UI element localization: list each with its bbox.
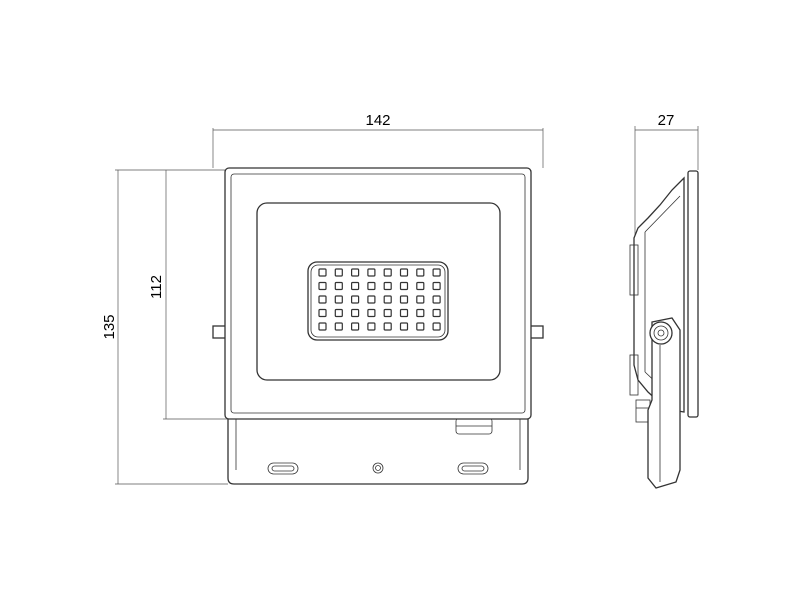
led-chip	[399, 308, 409, 318]
side-pivot-knob-ring	[653, 325, 669, 341]
led-chip	[367, 268, 376, 277]
led-board-inner	[310, 264, 446, 338]
led-board	[307, 261, 449, 341]
led-chip	[318, 308, 327, 318]
mounting-bracket	[227, 418, 529, 485]
led-chip	[334, 322, 343, 331]
bracket-slot-right-inner	[461, 465, 485, 472]
side-heatsink-lower	[629, 354, 639, 396]
led-chip	[318, 268, 327, 277]
led-chip	[318, 295, 327, 304]
led-chip	[416, 295, 425, 304]
width-dimension-label: 142	[365, 112, 390, 129]
led-chip	[416, 322, 425, 331]
bracket-slot-left-inner	[271, 465, 295, 472]
bracket-slot-left	[267, 462, 299, 475]
width-dimension: 142	[212, 112, 544, 168]
depth-dimension: 27	[634, 112, 699, 240]
led-chip	[351, 308, 360, 318]
led-chip	[334, 281, 343, 291]
led-chip	[351, 322, 360, 331]
led-chip	[318, 281, 327, 291]
led-chip	[367, 281, 376, 291]
led-chip	[367, 322, 376, 331]
side-pivot-knob	[649, 321, 673, 345]
side-front-frame	[687, 170, 699, 418]
led-chip	[367, 295, 376, 304]
led-chip	[399, 281, 409, 291]
overall-height-dimension-label: 135	[101, 314, 118, 339]
side-pivot-knob-center	[657, 329, 665, 337]
led-grid	[318, 268, 441, 331]
led-chip	[334, 308, 343, 318]
led-chip	[351, 268, 360, 277]
led-chip	[432, 295, 441, 304]
led-chip	[351, 281, 360, 291]
body-height-dimension-label: 112	[148, 275, 165, 299]
bracket-center-hole-inner	[375, 465, 381, 471]
housing-bezel	[230, 173, 526, 414]
led-chip	[383, 281, 392, 291]
depth-dimension-label: 27	[658, 112, 675, 129]
side-view	[629, 170, 699, 489]
side-bracket	[647, 317, 681, 489]
led-chip	[432, 322, 441, 331]
right-pivot-pin	[529, 325, 544, 339]
lens-window	[256, 202, 501, 381]
housing-outer	[224, 167, 532, 420]
bracket-slot-right	[457, 462, 489, 475]
led-chip	[383, 322, 392, 331]
led-chip	[416, 268, 425, 277]
left-pivot-pin	[212, 325, 227, 339]
led-chip	[383, 295, 392, 304]
led-chip	[432, 268, 441, 277]
led-chip	[399, 268, 409, 277]
led-chip	[399, 295, 409, 304]
led-chip	[367, 308, 376, 318]
led-chip	[318, 322, 327, 331]
led-chip	[334, 268, 343, 277]
led-chip	[351, 295, 360, 304]
led-chip	[432, 281, 441, 291]
bracket-center-hole	[372, 462, 384, 474]
led-chip	[334, 295, 343, 304]
overall-height-dimension: 135	[101, 169, 228, 485]
front-view	[212, 167, 544, 485]
led-chip	[383, 268, 392, 277]
body-height-dimension: 112	[148, 170, 228, 420]
led-chip	[416, 281, 425, 291]
side-heatsink-upper	[629, 244, 639, 296]
side-fin-upper	[644, 195, 681, 233]
led-chip	[383, 308, 392, 318]
led-chip	[416, 308, 425, 318]
led-chip	[432, 308, 441, 318]
led-chip	[399, 322, 409, 331]
